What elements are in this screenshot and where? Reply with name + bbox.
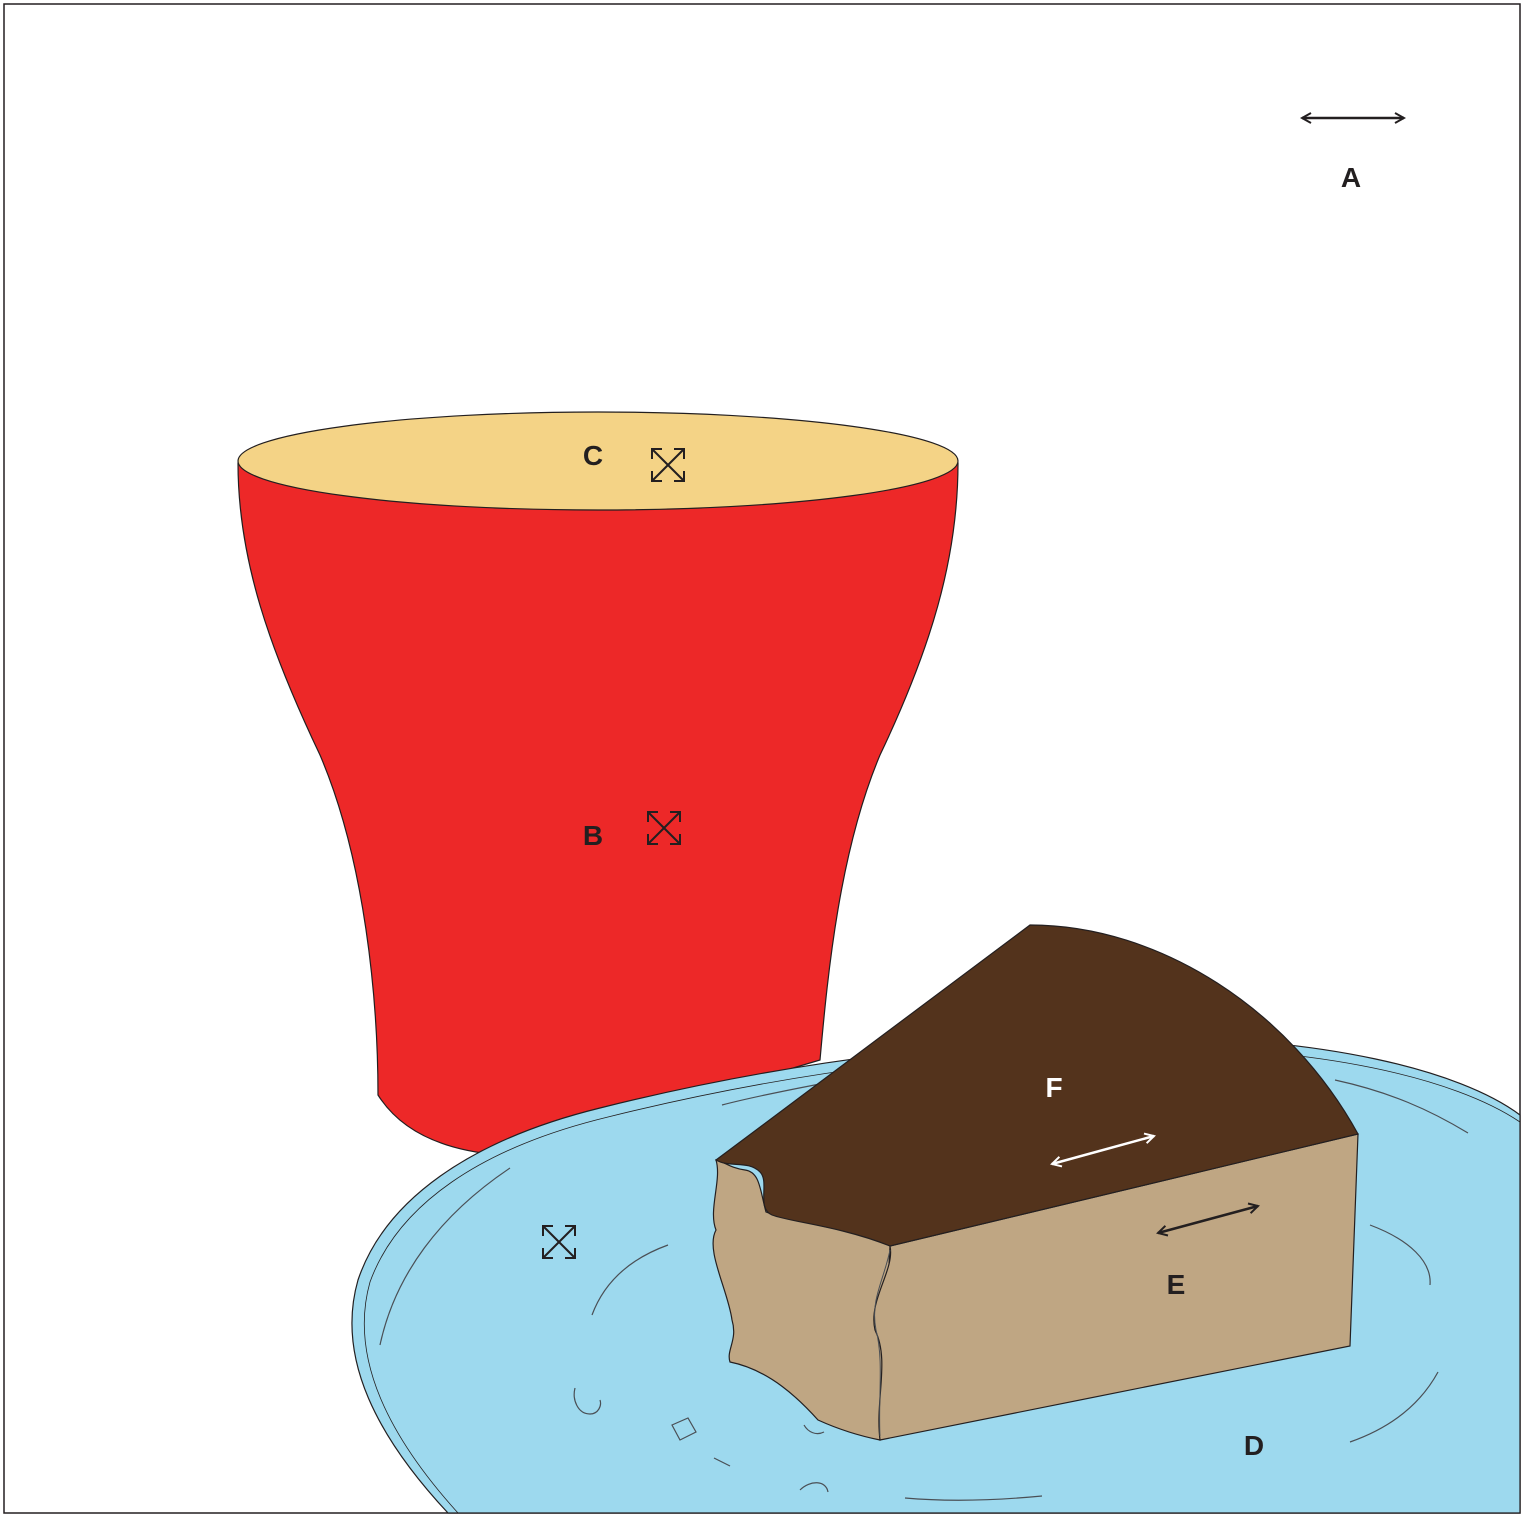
label-a: A	[1341, 162, 1361, 193]
label-d: D	[1244, 1430, 1264, 1461]
label-e: E	[1167, 1269, 1186, 1300]
label-b: B	[583, 820, 603, 851]
label-c: C	[583, 440, 603, 471]
label-f: F	[1045, 1072, 1062, 1103]
